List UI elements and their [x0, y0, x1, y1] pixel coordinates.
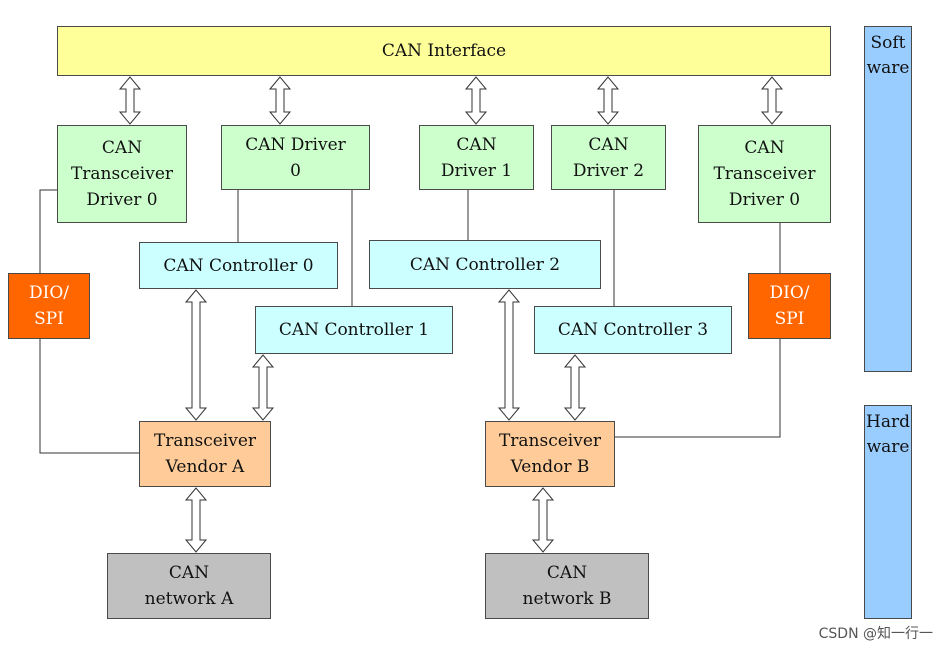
can-controller-2: CAN Controller 2	[369, 240, 601, 289]
line-dio-left-to-transceiver-a	[39, 339, 140, 454]
arrow-interface-driver-1	[464, 76, 488, 125]
arrow-controller2-transceiver-b	[497, 289, 521, 421]
dio-spi-left: DIO/ SPI	[8, 273, 90, 339]
can-controller-3: CAN Controller 3	[534, 306, 732, 354]
arrow-transceiver-a-network-a	[184, 487, 208, 553]
watermark: CSDN @知一行一	[818, 626, 933, 642]
arrow-controller3-transceiver-b	[563, 354, 587, 421]
arrow-interface-driver-0	[268, 76, 292, 125]
arrow-interface-trcv-driver-right	[760, 76, 784, 125]
transceiver-vendor-a: Transceiver Vendor A	[139, 421, 271, 487]
transceiver-vendor-b: Transceiver Vendor B	[485, 421, 615, 487]
can-network-a: CAN network A	[107, 553, 271, 619]
arrow-controller1-transceiver-a	[251, 354, 275, 421]
can-controller-1: CAN Controller 1	[255, 306, 453, 354]
can-interface-box: CAN Interface	[57, 26, 831, 76]
double-arrows	[118, 76, 784, 553]
software-layer-label: Software	[864, 26, 912, 372]
arrow-interface-trcv-driver-left	[118, 76, 142, 125]
can-transceiver-driver-left: CAN Transceiver Driver 0	[57, 125, 187, 223]
can-network-b: CAN network B	[485, 553, 649, 619]
can-controller-0: CAN Controller 0	[139, 242, 338, 289]
can-driver-0: CAN Driver 0	[221, 125, 370, 190]
hardware-layer-label: Hardware	[864, 405, 912, 619]
can-transceiver-driver-right: CAN Transceiver Driver 0	[698, 125, 831, 223]
can-driver-1: CAN Driver 1	[419, 125, 534, 190]
arrow-transceiver-b-network-b	[531, 487, 555, 553]
can-driver-2: CAN Driver 2	[551, 125, 666, 190]
arrow-interface-driver-2	[596, 76, 620, 125]
arrow-controller0-transceiver-a	[184, 289, 208, 421]
line-dio-right-to-transceiver-b	[615, 339, 781, 438]
dio-spi-right: DIO/ SPI	[748, 273, 831, 339]
line-trcv-driver-left-to-dio	[39, 189, 58, 273]
